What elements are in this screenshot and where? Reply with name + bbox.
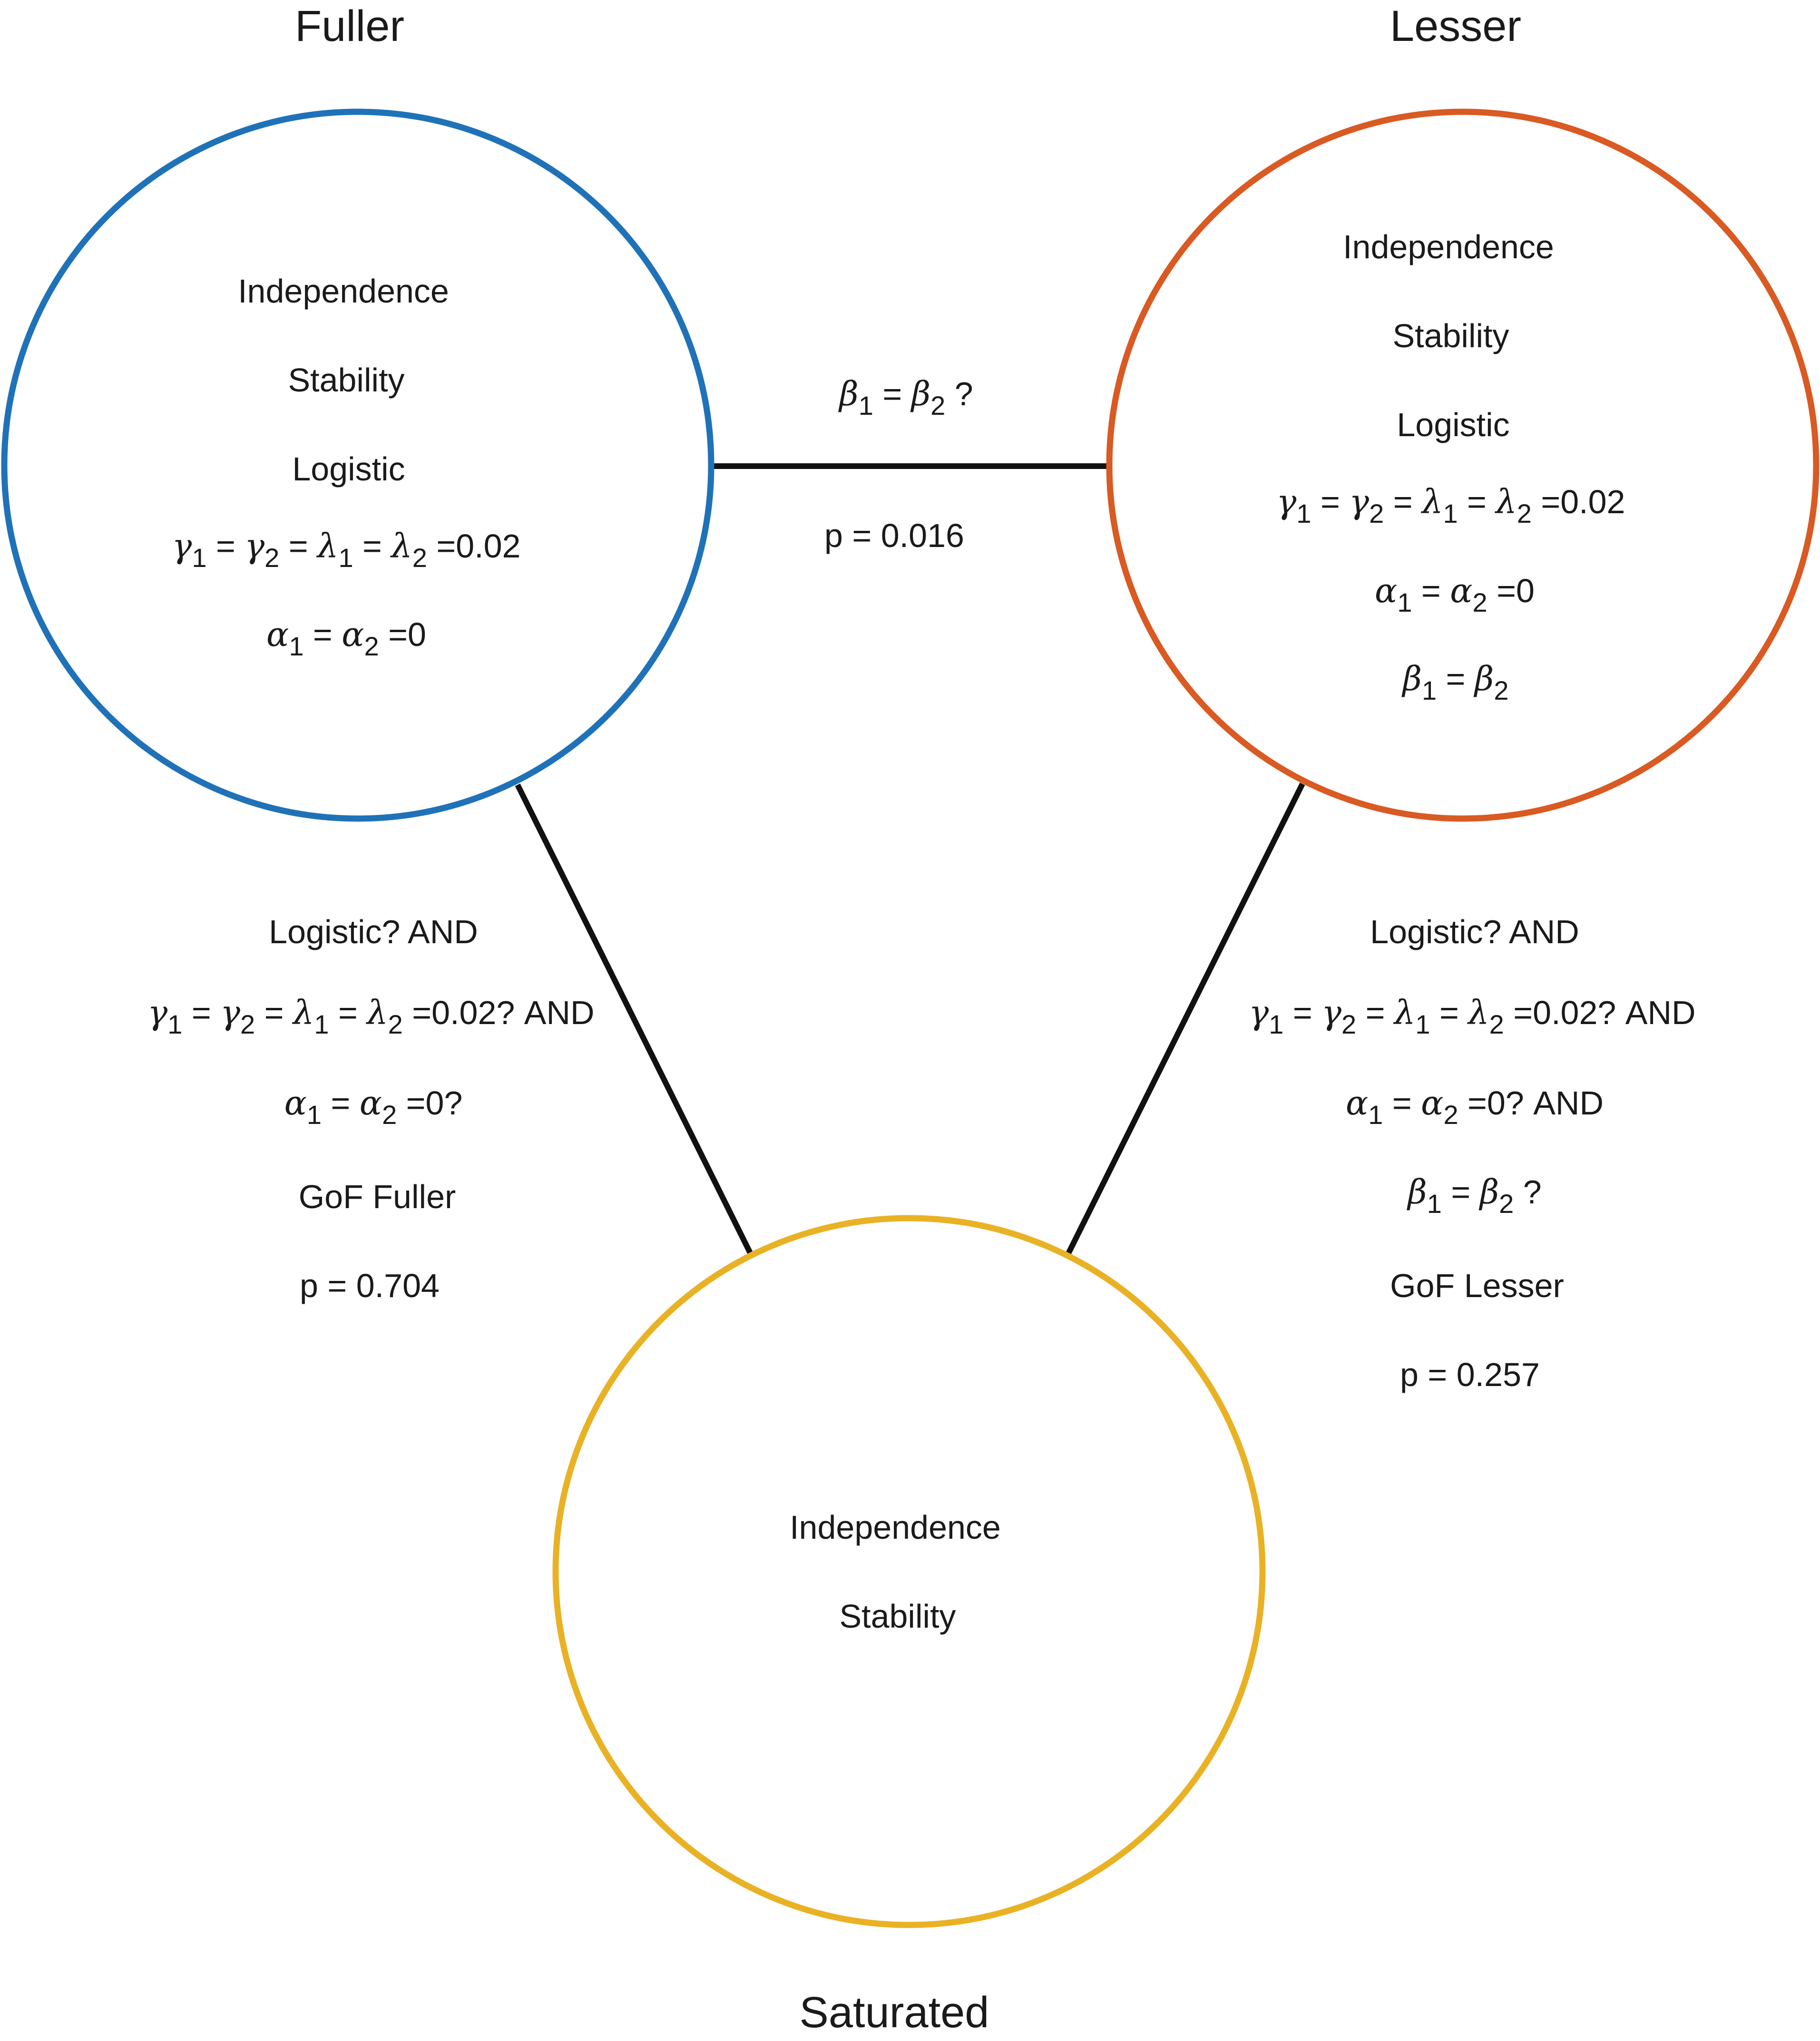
fuller-formula-alpha: α1 = α2 =0 (266, 615, 426, 661)
fuller-line-logistic: Logistic (292, 450, 405, 488)
saturated-line-stability: Stability (839, 1598, 956, 1635)
edge-lesser-saturated-formula-alpha: α1 = α2 =0? AND (1346, 1084, 1604, 1130)
lesser-formula-gamma-lambda: γ1 = γ2 = λ1 = λ2 =0.02 (1277, 482, 1625, 528)
lesser-formula-beta: β1 = β2 (1401, 659, 1508, 705)
edge-fuller-saturated-logistic: Logistic? AND (269, 913, 478, 950)
edge-fuller-saturated (515, 783, 753, 1255)
edge-fuller-saturated-p-value: p = 0.704 (300, 1267, 440, 1304)
edge-lesser-saturated-formula-beta: β1 = β2 ? (1406, 1172, 1541, 1219)
fuller-line-independence: Independence (238, 273, 449, 310)
lesser-line-stability: Stability (1392, 317, 1509, 354)
lesser-line-logistic: Logistic (1397, 406, 1509, 443)
lesser-formula-alpha: α1 = α2 =0 (1375, 571, 1535, 617)
edge-fuller-lesser-p-value: p = 0.016 (824, 517, 964, 554)
node-fuller-title: Fuller (295, 2, 404, 50)
lesser-line-independence: Independence (1343, 228, 1554, 265)
edge-lesser-saturated-formula-gamma-lambda: γ1 = γ2 = λ1 = λ2 =0.02? AND (1249, 993, 1695, 1039)
edge-fuller-saturated-formula-gamma-lambda: γ1 = γ2 = λ1 = λ2 =0.02? AND (147, 993, 594, 1039)
edge-lesser-saturated-p-value: p = 0.257 (1400, 1356, 1540, 1393)
edge-fuller-saturated-formula-alpha: α1 = α2 =0? (284, 1084, 463, 1130)
fuller-line-stability: Stability (288, 361, 404, 399)
node-lesser-title: Lesser (1390, 2, 1521, 50)
edge-fuller-lesser-question: β1 = β2 ? (838, 374, 973, 420)
node-lesser-circle (1106, 108, 1820, 822)
edge-lesser-saturated (1066, 782, 1305, 1255)
edge-lesser-saturated-gof: GoF Lesser (1390, 1267, 1564, 1304)
edge-lesser-saturated-logistic: Logistic? AND (1370, 913, 1579, 950)
edge-fuller-saturated-gof: GoF Fuller (299, 1178, 456, 1215)
saturated-line-independence: Independence (790, 1509, 1001, 1546)
fuller-formula-gamma-lambda: γ1 = γ2 = λ1 = λ2 =0.02 (172, 527, 521, 573)
node-saturated-title: Saturated (800, 1988, 989, 2037)
node-saturated-circle (552, 1215, 1266, 1928)
node-fuller-circle (1, 108, 714, 822)
